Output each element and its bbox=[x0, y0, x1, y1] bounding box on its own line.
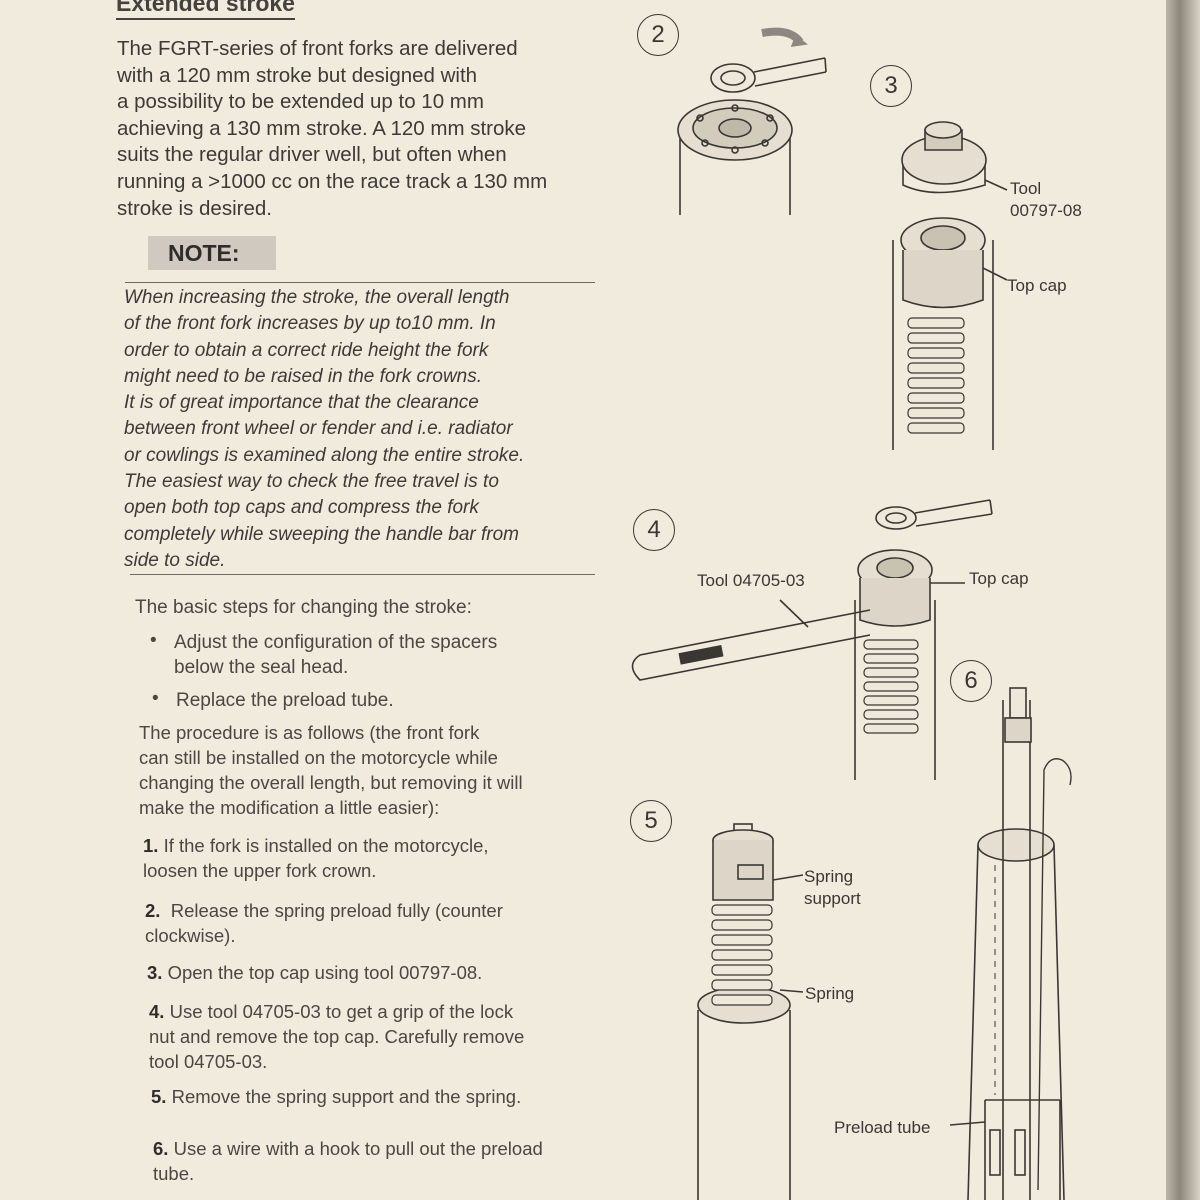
note-line: It is of great importance that the clear… bbox=[124, 392, 479, 414]
procedure-line: make the modification a little easier): bbox=[139, 797, 440, 818]
step-text: loosen the upper fork crown. bbox=[143, 860, 377, 881]
step-number: 6. bbox=[153, 1138, 169, 1159]
procedure-line: changing the overall length, but removin… bbox=[139, 772, 523, 793]
bullet-item: Replace the preload tube. bbox=[176, 688, 394, 713]
note-line: or cowlings is examined along the entire… bbox=[124, 444, 525, 466]
step-number: 5. bbox=[151, 1086, 167, 1107]
note-line: The easiest way to check the free travel… bbox=[124, 471, 499, 493]
intro-line: achieving a 130 mm stroke. A 120 mm stro… bbox=[117, 116, 527, 140]
note-line: of the front fork increases by up to10 m… bbox=[124, 313, 496, 335]
fork-illustrations bbox=[631, 27, 1072, 1200]
intro-line: running a >1000 cc on the race track a 1… bbox=[117, 169, 548, 193]
procedure-line: The procedure is as follows (the front f… bbox=[139, 722, 480, 743]
steps-intro: The basic steps for changing the stroke: bbox=[135, 597, 472, 618]
figure-2-drawing bbox=[677, 27, 827, 215]
callout-tool-04705: Tool 04705-03 bbox=[697, 571, 805, 590]
callout-line: support bbox=[804, 889, 861, 908]
callout-tool-00797: Tool 00797-08 bbox=[1010, 178, 1082, 222]
callout-spring: Spring bbox=[805, 984, 855, 1003]
step-text: Use a wire with a hook to pull out the p… bbox=[173, 1138, 543, 1159]
figure-4-drawing bbox=[631, 499, 993, 780]
note-paragraph: When increasing the stroke, the overall … bbox=[124, 285, 604, 574]
section-heading: Extended stroke bbox=[116, 0, 295, 20]
note-line: order to obtain a correct ride height th… bbox=[124, 339, 489, 361]
bullet-line: Adjust the configuration of the spacers bbox=[174, 632, 498, 653]
callout-top-cap-2: Top cap bbox=[969, 569, 1029, 588]
figure-5-drawing bbox=[697, 823, 804, 1200]
step-2: 2. Release the spring preload fully (cou… bbox=[145, 898, 503, 948]
callout-spring-support: Spring support bbox=[804, 866, 861, 910]
callout-top-cap-1: Top cap bbox=[1007, 276, 1067, 295]
note-label: NOTE: bbox=[168, 240, 240, 266]
step-number-circle-6: 6 bbox=[950, 660, 992, 702]
figure-6-drawing bbox=[949, 687, 1072, 1200]
callout-preload-tube: Preload tube bbox=[834, 1118, 931, 1137]
callout-line: 00797-08 bbox=[1010, 201, 1082, 220]
step-number-circle-2: 2 bbox=[637, 14, 679, 56]
intro-line: The FGRT-series of front forks are deliv… bbox=[117, 37, 518, 60]
bullet-dot: • bbox=[150, 630, 157, 651]
note-line: When increasing the stroke, the overall … bbox=[124, 287, 510, 308]
note-bottom-rule bbox=[130, 574, 595, 575]
bullet-line: Replace the preload tube. bbox=[176, 690, 394, 711]
figure-3-drawing bbox=[892, 121, 1008, 450]
intro-line: suits the regular driver well, but often… bbox=[117, 143, 507, 167]
step-text: nut and remove the top cap. Carefully re… bbox=[149, 1026, 525, 1047]
monitor-edge bbox=[1166, 0, 1200, 1200]
intro-line: stroke is desired. bbox=[117, 196, 272, 220]
step-text: tube. bbox=[153, 1163, 195, 1184]
bullet-dot: • bbox=[152, 688, 159, 709]
procedure-paragraph: The procedure is as follows (the front f… bbox=[139, 720, 523, 820]
step-text: Use tool 04705-03 to get a grip of the l… bbox=[169, 1001, 514, 1022]
note-line: side to side. bbox=[124, 549, 226, 571]
note-top-rule bbox=[125, 282, 595, 283]
intro-line: a possibility to be extended up to 10 mm bbox=[117, 90, 484, 114]
callout-line: Tool bbox=[1010, 179, 1042, 198]
step-text: Remove the spring support and the spring… bbox=[171, 1086, 522, 1107]
callout-line: Spring bbox=[804, 867, 854, 886]
step-number-circle-4: 4 bbox=[633, 509, 675, 551]
step-number: 2. bbox=[145, 900, 161, 921]
step-number: 4. bbox=[149, 1001, 165, 1022]
step-number-circle-5: 5 bbox=[630, 800, 672, 842]
step-text: clockwise). bbox=[145, 925, 236, 946]
bullet-item: Adjust the configuration of the spacers … bbox=[174, 630, 497, 680]
step-number: 1. bbox=[143, 835, 159, 856]
intro-paragraph: The FGRT-series of front forks are deliv… bbox=[117, 36, 607, 222]
intro-line: with a 120 mm stroke but designed with bbox=[117, 63, 478, 87]
bullet-line: below the seal head. bbox=[174, 657, 349, 678]
note-line: might need to be raised in the fork crow… bbox=[124, 365, 483, 387]
step-number-circle-3: 3 bbox=[870, 65, 912, 107]
step-6: 6. Use a wire with a hook to pull out th… bbox=[153, 1136, 543, 1186]
note-line: between front wheel or fender and i.e. r… bbox=[124, 418, 513, 440]
procedure-line: can still be installed on the motorcycle… bbox=[139, 747, 498, 768]
step-number: 3. bbox=[147, 962, 163, 983]
note-label-background bbox=[148, 236, 276, 270]
step-4: 4. Use tool 04705-03 to get a grip of th… bbox=[149, 999, 524, 1074]
step-text: tool 04705-03. bbox=[149, 1051, 268, 1072]
step-text: Open the top cap using tool 00797-08. bbox=[167, 962, 483, 983]
note-line: open both top caps and compress the fork bbox=[124, 497, 479, 519]
step-text: If the fork is installed on the motorcyc… bbox=[163, 835, 489, 856]
step-text: Release the spring preload fully (counte… bbox=[170, 900, 503, 921]
step-3: 3. Open the top cap using tool 00797-08. bbox=[147, 960, 482, 985]
step-1: 1. If the fork is installed on the motor… bbox=[143, 833, 489, 883]
note-line: completely while sweeping the handle bar… bbox=[124, 523, 519, 545]
step-5: 5. Remove the spring support and the spr… bbox=[151, 1084, 521, 1109]
